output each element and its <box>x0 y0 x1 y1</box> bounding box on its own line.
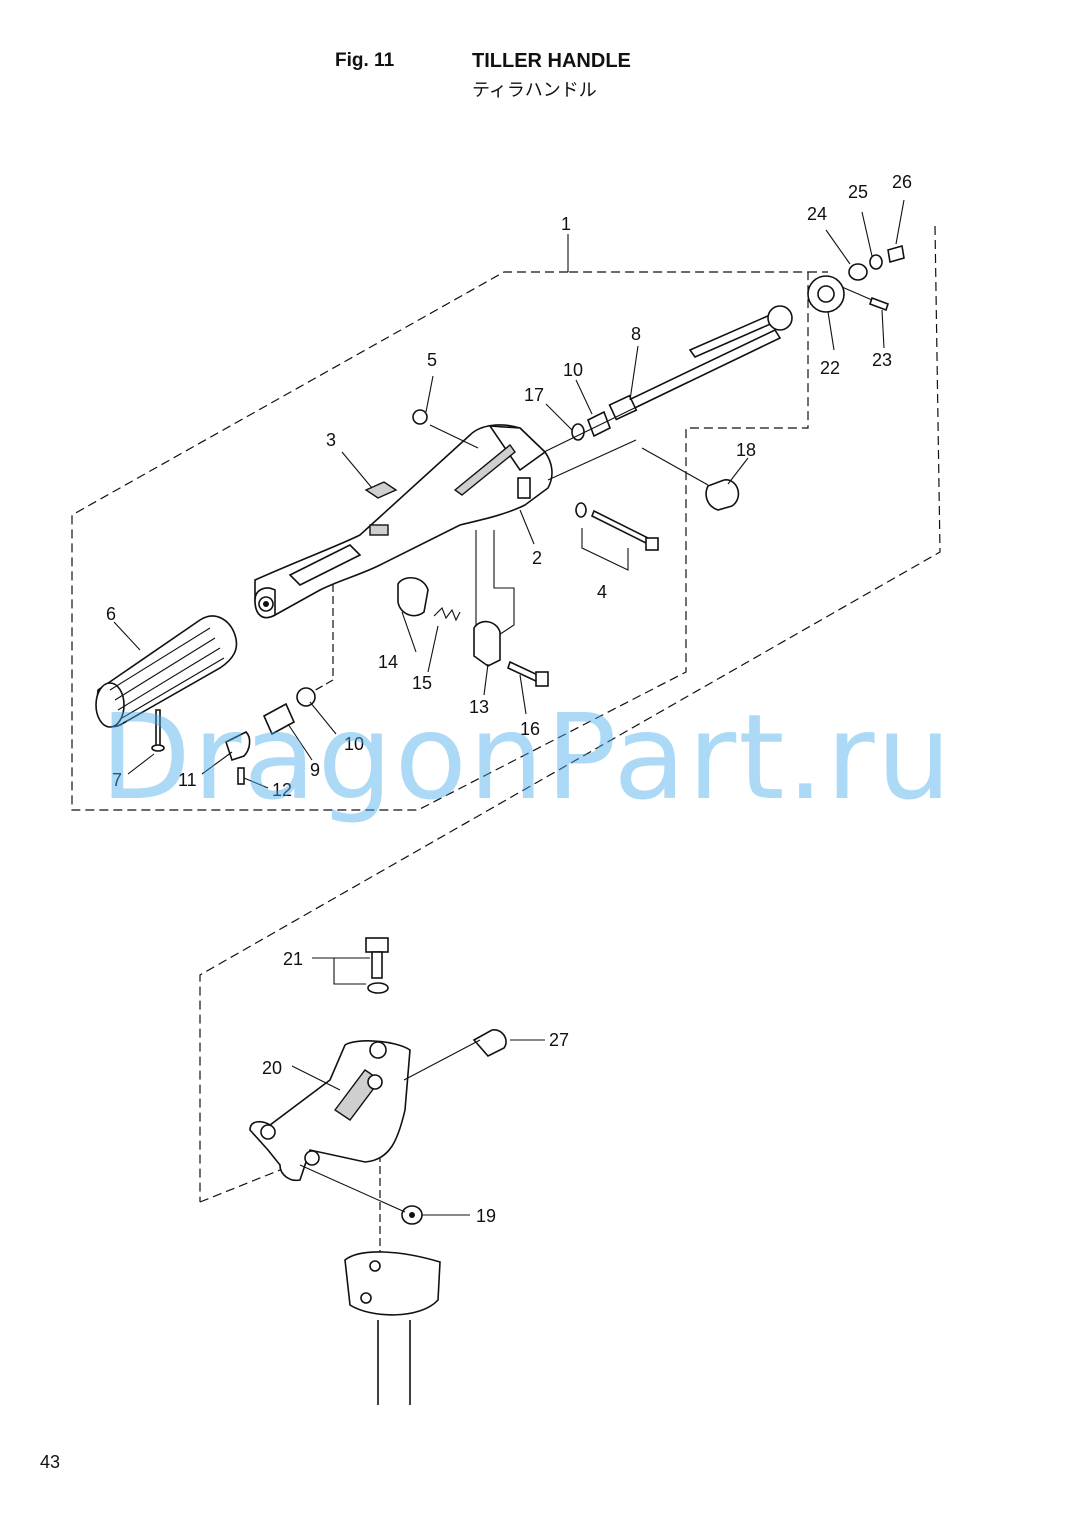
callout-6: 6 <box>106 604 116 624</box>
throttle-gear <box>767 275 845 331</box>
throttle-shaft <box>608 314 782 421</box>
tiller-handle-body <box>254 424 553 619</box>
callout-16: 16 <box>520 719 540 739</box>
callout-14: 14 <box>378 652 398 672</box>
callout-17: 17 <box>524 385 544 405</box>
throttle-grip <box>95 615 238 728</box>
assembly-boundary-1 <box>71 271 828 811</box>
callout-11: 11 <box>178 770 197 790</box>
washer-19 <box>401 1205 423 1225</box>
callout-7: 7 <box>112 770 122 790</box>
callout-13: 13 <box>469 697 489 717</box>
callout-9: 9 <box>310 760 320 780</box>
callout-26: 26 <box>892 172 912 192</box>
callout-27: 27 <box>549 1030 569 1050</box>
figure-title-japanese: ティラハンドル <box>472 80 597 101</box>
callout-15: 15 <box>412 673 432 693</box>
callout-10-upper: 10 <box>563 360 583 380</box>
callout-25: 25 <box>848 182 868 202</box>
tiller-bracket <box>249 1040 411 1182</box>
callout-4: 4 <box>597 582 607 602</box>
callout-8: 8 <box>631 324 641 344</box>
callout-19: 19 <box>476 1206 496 1226</box>
callout-10-lower: 10 <box>344 734 364 754</box>
bolt-21 <box>365 937 389 994</box>
steering-arm <box>344 1251 441 1405</box>
callout-2: 2 <box>532 548 542 568</box>
callout-3: 3 <box>326 430 336 450</box>
callout-20: 20 <box>262 1058 282 1078</box>
page-number: 43 <box>40 1452 61 1472</box>
callout-18: 18 <box>736 440 756 460</box>
callout-21: 21 <box>283 949 303 969</box>
callout-22: 22 <box>820 358 840 378</box>
callout-23: 23 <box>872 350 892 370</box>
callout-12: 12 <box>272 780 292 800</box>
callout-5: 5 <box>427 350 437 370</box>
callout-1: 1 <box>561 214 571 234</box>
hardware-parts <box>151 244 905 785</box>
callout-24: 24 <box>807 204 827 224</box>
assembly-boundary-outer <box>199 225 941 1203</box>
watermark-logo: DragonPart.ru <box>100 688 954 826</box>
callout-numbers: 1 2 3 4 5 6 7 8 9 10 10 11 12 13 14 15 1… <box>106 172 912 1226</box>
leader-lines <box>113 199 905 1216</box>
figure-title: TILLER HANDLE <box>472 50 631 72</box>
grommet-27 <box>472 1029 507 1057</box>
figure-number: Fig. 11 <box>335 50 395 71</box>
